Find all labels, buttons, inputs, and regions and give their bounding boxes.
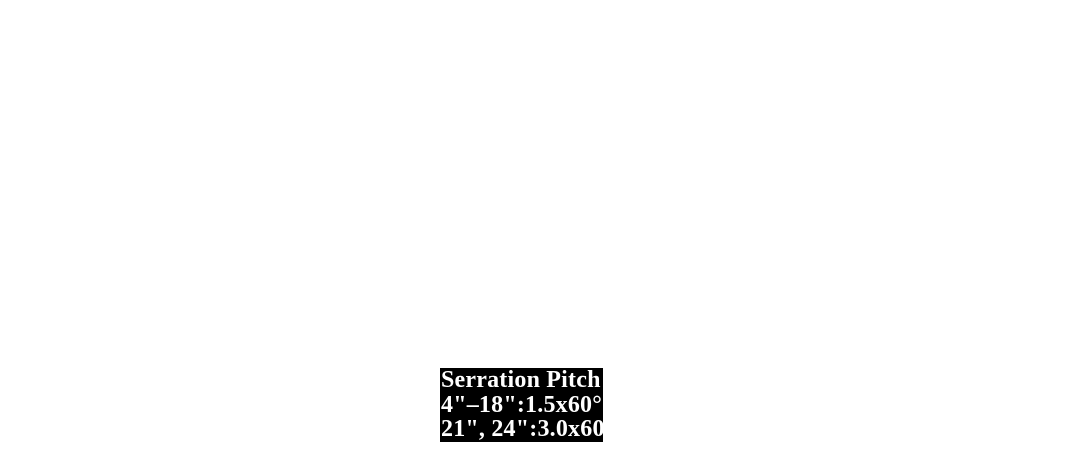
serration-pitch-note: Serration Pitch 4"–18":1.5x60° 21", 24":… (440, 368, 603, 442)
note-line-small-sizes: 4"–18":1.5x60° (441, 391, 603, 418)
note-line-large-sizes: 21", 24":3.0x60° (441, 416, 603, 442)
note-title: Serration Pitch (441, 368, 601, 393)
